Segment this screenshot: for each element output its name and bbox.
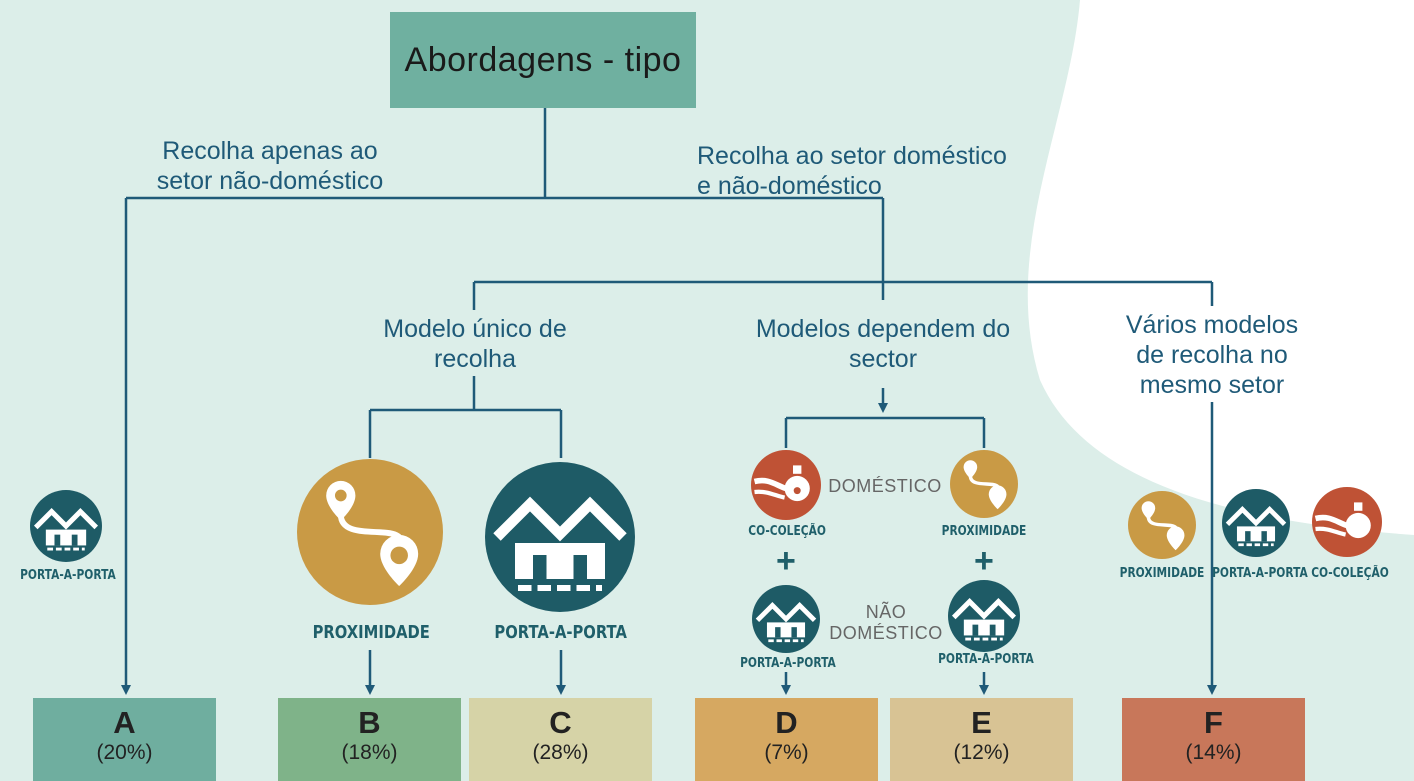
proximidade-icon-e (950, 450, 1018, 523)
porta-a-porta-icon-f (1222, 489, 1290, 562)
outcome-pct-e: (12%) (953, 741, 1010, 764)
porta-a-porta-big-icon (485, 462, 635, 617)
outcome-box-e: E (12%) (890, 698, 1073, 781)
co-colecao-caption-f: CO-COLEÇÃO (1311, 566, 1389, 581)
outcome-letter-a: A (113, 705, 136, 740)
outcome-box-b: B (18%) (278, 698, 461, 781)
outcome-box-d: D (7%) (695, 698, 878, 781)
proximidade-icon (297, 459, 443, 610)
porta-a-porta-icon (30, 490, 102, 567)
porta-a-porta-caption-c: PORTA-A-PORTA (494, 622, 627, 643)
outcome-pct-f: (14%) (1185, 741, 1242, 764)
proximidade-icon-f (1128, 491, 1196, 564)
outcome-box-c: C (28%) (469, 698, 652, 781)
porta-a-porta-caption-e: PORTA-A-PORTA (938, 652, 1034, 667)
domestico-label: DOMÉSTICO (828, 476, 942, 496)
porta-a-porta-icon-e (948, 580, 1020, 657)
proximidade-caption-e: PROXIMIDADE (941, 524, 1027, 539)
co-colecao-icon-f (1312, 487, 1382, 562)
porta-a-porta-icon-d (752, 585, 820, 658)
title-box: Abordagens - tipo (390, 12, 696, 108)
single-model-label: Modelo único de recolha (383, 315, 567, 373)
outcome-pct-d: (7%) (764, 741, 809, 764)
proximidade-caption-b: PROXIMIDADE (312, 622, 430, 643)
porta-a-porta-caption: PORTA-A-PORTA (20, 568, 116, 583)
outcome-pct-b: (18%) (341, 741, 398, 764)
plus-sign-d: + (776, 542, 796, 580)
co-colecao-caption-d: CO-COLEÇÃO (748, 524, 826, 539)
outcome-letter-b: B (358, 705, 381, 740)
outcome-pct-c: (28%) (532, 741, 589, 764)
outcome-pct-a: (20%) (96, 741, 153, 764)
outcome-box-f: F (14%) (1122, 698, 1305, 781)
porta-a-porta-caption-d: PORTA-A-PORTA (740, 656, 836, 671)
diagram-title: Abordagens - tipo (404, 40, 682, 79)
branch-domestic-label: Recolha ao setor doméstico e não-domésti… (697, 142, 1007, 200)
porta-a-porta-caption-f: PORTA-A-PORTA (1212, 566, 1308, 581)
multiple-models-label: Vários modelos de recolha no mesmo setor (1125, 311, 1299, 399)
outcome-letter-f: F (1204, 705, 1223, 740)
plus-sign-e: + (974, 542, 994, 580)
proximidade-caption-f: PROXIMIDADE (1119, 566, 1205, 581)
co-colecao-icon (751, 450, 821, 525)
outcome-letter-d: D (775, 705, 798, 740)
sector-dependent-label: Modelos dependem do sector (755, 315, 1011, 373)
nao-domestico-label: NÃO DOMÉSTICO (829, 602, 943, 643)
branch-non-domestic-label: Recolha apenas ao setor não-doméstico (156, 137, 384, 195)
outcome-box-a: A (20%) (33, 698, 216, 781)
outcome-letter-c: C (549, 705, 572, 740)
outcome-letter-e: E (971, 705, 992, 740)
